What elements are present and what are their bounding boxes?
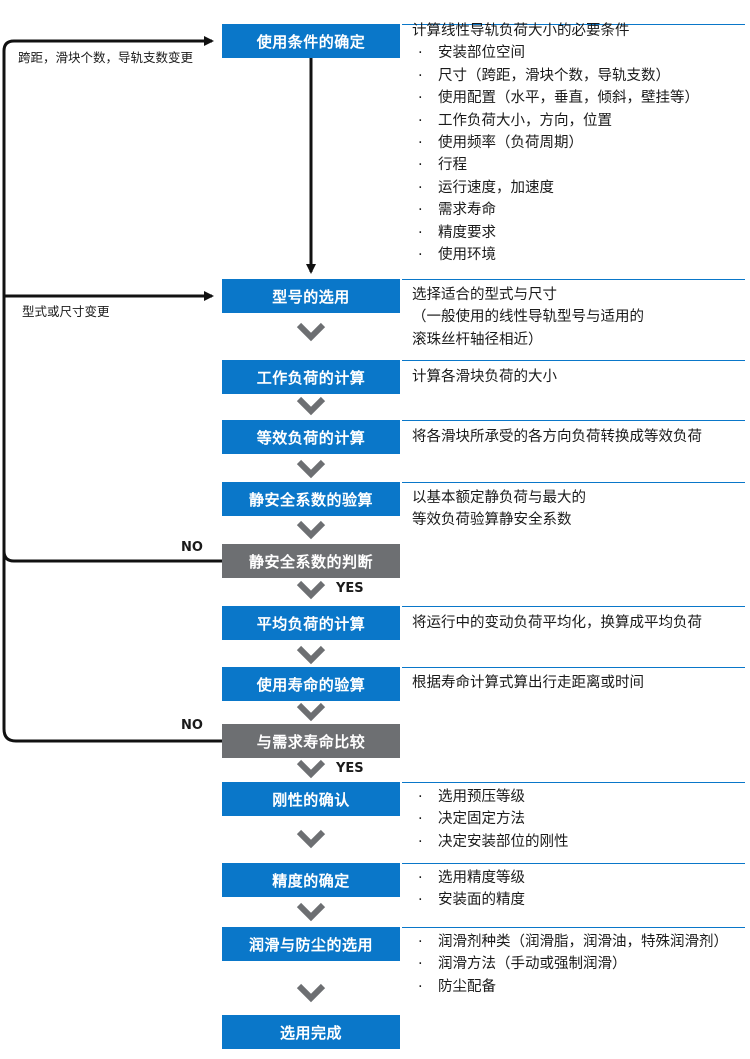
desc-work-load: 计算各滑块负荷的大小	[412, 369, 557, 385]
chevron-down-icon	[296, 396, 326, 416]
list-item: ·选用精度等级	[418, 870, 525, 886]
desc-equiv-load: 将各滑块所承受的各方向负荷转换成等效负荷	[412, 429, 702, 445]
chevron-down-icon	[296, 580, 326, 600]
list-item: ·需求寿命	[418, 202, 496, 219]
desc-static-check: 以基本额定静负荷与最大的 等效负荷验算静安全系数	[412, 490, 586, 529]
no-label: NO	[181, 718, 203, 733]
loop-label-top: 跨距，滑块个数，导轨支数变更	[18, 50, 194, 65]
decision-static-safety: 静安全系数的判断	[222, 544, 400, 578]
desc-avg-load: 将运行中的变动负荷平均化，换算成平均负荷	[412, 615, 702, 631]
list-item: ·润滑方法（手动或强制润滑）	[418, 956, 627, 973]
desc-rigidity: ·选用预压等级 ·决定固定方法 ·决定安装部位的刚性	[412, 786, 748, 853]
step-rigidity: 刚性的确认	[222, 782, 400, 816]
chevron-down-icon	[296, 702, 326, 722]
step-equiv-load: 等效负荷的计算	[222, 420, 400, 454]
chevron-down-icon	[296, 759, 326, 779]
list-item: ·决定固定方法	[418, 811, 525, 828]
step-model-selection: 型号的选用	[222, 279, 400, 313]
separator-line	[402, 863, 745, 864]
list-item: ·行程	[418, 157, 467, 174]
step-avg-load: 平均负荷的计算	[222, 606, 400, 640]
chevron-down-icon	[296, 322, 326, 342]
loop-static-no	[2, 36, 222, 563]
list-item: ·使用配置（水平，垂直，倾斜，壁挂等）	[418, 90, 699, 107]
chevron-down-icon	[296, 902, 326, 922]
loop-life-no	[2, 548, 222, 743]
step-static-check: 静安全系数的验算	[222, 482, 400, 516]
chevron-down-icon	[296, 829, 326, 849]
list-item: ·防尘配备	[418, 978, 496, 995]
loop-label-mid: 型式或尺寸变更	[22, 304, 110, 319]
list-item: ·安装面的精度	[418, 892, 525, 909]
desc-lubrication: ·润滑剂种类（润滑脂，润滑油，特殊润滑剂） ·润滑方法（手动或强制润滑） ·防尘…	[412, 931, 748, 998]
separator-line	[402, 667, 745, 668]
list-item: ·工作负荷大小，方向，位置	[418, 112, 612, 129]
chevron-down-icon	[296, 645, 326, 665]
separator-line	[402, 24, 745, 25]
list-item: ·运行速度，加速度	[418, 179, 554, 196]
step-complete: 选用完成	[222, 1015, 400, 1049]
no-label: NO	[181, 540, 203, 555]
decision-life-compare: 与需求寿命比较	[222, 724, 400, 758]
list-item: ·润滑剂种类（润滑脂，润滑油，特殊润滑剂）	[418, 934, 728, 950]
desc-model: 选择适合的型式与尺寸 （一般使用的线性导轨型号与适用的 滚珠丝杆轴径相近）	[412, 287, 644, 348]
list-item: ·使用频率（负荷周期）	[418, 135, 583, 152]
step-work-load: 工作负荷的计算	[222, 360, 400, 394]
separator-line	[402, 420, 745, 421]
yes-label: YES	[336, 581, 364, 596]
step-life-check: 使用寿命的验算	[222, 667, 400, 701]
step-precision: 精度的确定	[222, 863, 400, 897]
step-lubrication: 润滑与防尘的选用	[222, 927, 400, 961]
list-item: ·安装部位空间	[418, 45, 525, 62]
chevron-down-icon	[296, 983, 326, 1003]
step-conditions: 使用条件的确定	[222, 24, 400, 58]
yes-label: YES	[336, 761, 364, 776]
list-item: ·选用预压等级	[418, 789, 525, 805]
separator-line	[402, 782, 745, 783]
desc-conditions: 计算线性导轨负荷大小的必要条件 ·安装部位空间 ·尺寸（跨距，滑块个数，导轨支数…	[412, 20, 748, 266]
desc-precision: ·选用精度等级 ·安装面的精度	[412, 867, 748, 912]
separator-line	[402, 279, 745, 280]
chevron-down-icon	[296, 520, 326, 540]
chevron-down-icon	[296, 459, 326, 479]
desc-conditions-title: 计算线性导轨负荷大小的必要条件	[412, 23, 630, 39]
list-item: ·使用环境	[418, 247, 496, 264]
separator-line	[402, 606, 745, 607]
separator-line	[402, 482, 745, 483]
list-item: ·精度要求	[418, 224, 496, 241]
desc-life-check: 根据寿命计算式算出行走距离或时间	[412, 675, 644, 691]
list-item: ·决定安装部位的刚性	[418, 833, 569, 850]
list-item: ·尺寸（跨距，滑块个数，导轨支数）	[418, 67, 670, 84]
separator-line	[402, 360, 745, 361]
separator-line	[402, 927, 745, 928]
